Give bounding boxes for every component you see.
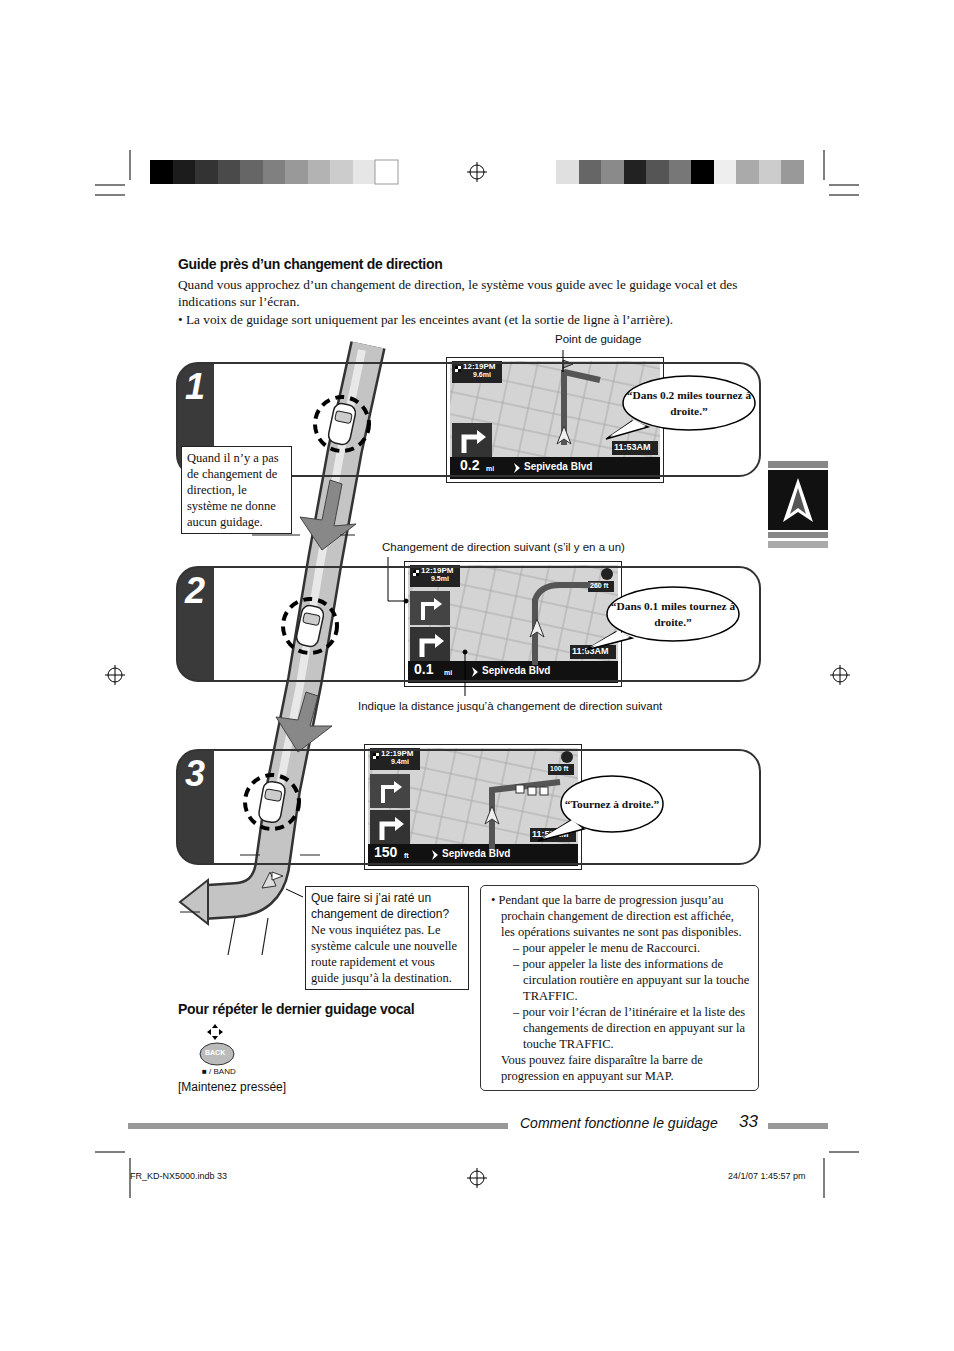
note-box: Quand il n’y a pas de changement de dire… <box>181 446 292 534</box>
bubble-outline <box>606 586 740 642</box>
label-text: [Maintenez pressée] <box>178 1080 286 1094</box>
step-panel: 2 “Dans 0.1 miles tournez à droite.” <box>176 566 761 682</box>
label-text: Pour répéter le dernier guidage vocal <box>178 1001 414 1018</box>
step-number: 1 <box>185 366 205 408</box>
bubble-outline <box>622 375 756 431</box>
label-text: • La voix de guidage sort uniquement par… <box>178 311 673 328</box>
label-text: BACK <box>205 1049 225 1057</box>
node-text: – pour appeler le menu de Raccourci. <box>491 940 750 956</box>
node-text: – pour voir l’écran de l’itinéraire et l… <box>491 1004 750 1052</box>
bubble-text: “Dans 0.1 miles tournez à droite.” <box>606 598 740 630</box>
box-heading: Que faire si j’ai raté un changement de … <box>311 890 463 922</box>
bubble-text: “Tournez à droite.” <box>565 796 660 812</box>
color-bars <box>150 160 804 184</box>
label-text: 33 <box>739 1112 758 1132</box>
node-text: Ne vous inquiétez pas. Le système calcul… <box>311 922 463 986</box>
footer-bars <box>128 1123 828 1129</box>
speech-bubble: “Dans 0.1 miles tournez à droite.” <box>606 586 740 642</box>
registration-marks <box>105 162 850 1188</box>
label-text: Changement de direction suivant (s’il y … <box>382 541 625 555</box>
step-panel: 3 “Tournez à droite.” <box>176 749 761 865</box>
node-text: Vous pouvez faire disparaître la barre d… <box>491 1052 750 1084</box>
step-number: 2 <box>185 570 205 612</box>
note-box: Que faire si j’ai raté un changement de … <box>305 886 469 990</box>
speech-bubble: “Tournez à droite.” <box>560 775 664 833</box>
note-box: • Pendant que la barre de progression ju… <box>480 885 759 1091</box>
speech-bubble: “Dans 0.2 miles tournez à droite.” <box>622 375 756 431</box>
label-text: 24/1/07 1:45:57 pm <box>728 1171 806 1182</box>
label-text: Quand vous approchez d’un changement de … <box>178 276 768 310</box>
label-text: FR_KD-NX5000.indb 33 <box>130 1171 227 1182</box>
node-text: Quand il n’y a pas de changement de dire… <box>187 450 286 530</box>
bubble-text: “Dans 0.2 miles tournez à droite.” <box>622 387 756 419</box>
back-button-icon <box>200 1024 234 1065</box>
label-text: Comment fonctionne le guidage <box>520 1115 718 1132</box>
node-text: – pour appeler la liste des informations… <box>491 956 750 1004</box>
crop-marks <box>95 150 859 1198</box>
step-number: 3 <box>185 753 205 795</box>
label-text: ■ / BAND <box>202 1067 236 1077</box>
label-text: Guide près d’un changement de direction <box>178 256 442 273</box>
label-text: Point de guidage <box>555 333 641 347</box>
node-text: • Pendant que la barre de progression ju… <box>491 892 750 940</box>
label-text: Indique la distance jusqu’à changement d… <box>358 700 662 714</box>
side-tab <box>768 461 828 548</box>
